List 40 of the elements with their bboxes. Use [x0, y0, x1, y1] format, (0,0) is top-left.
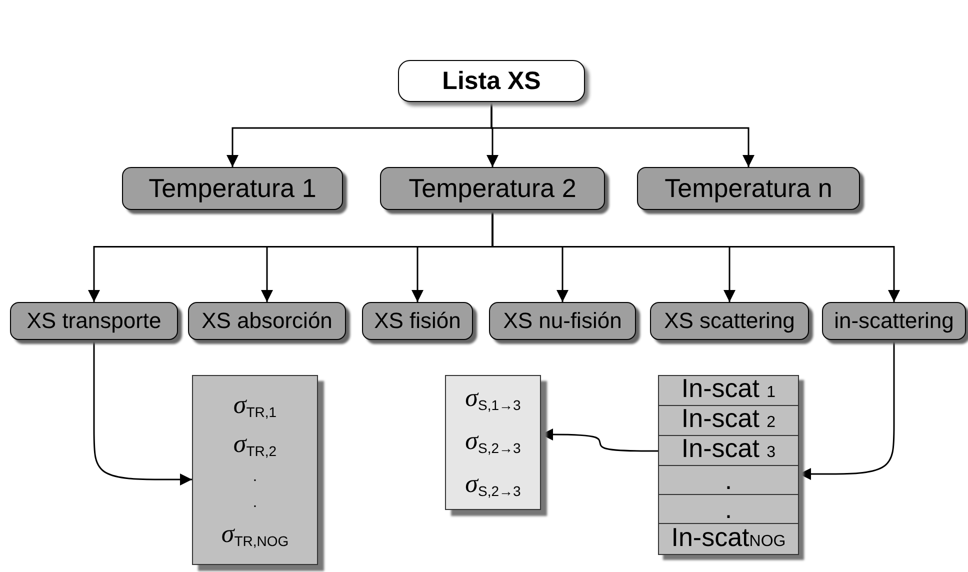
node-label: XS transporte [26, 308, 162, 334]
table-row [659, 376, 798, 406]
category-box [10, 302, 178, 340]
formula-text: σ$_{S,2→3}$ [465, 468, 521, 502]
formula-text: σ$_{TR,2}$ [233, 429, 277, 460]
formula-text: σ$_{S,1→3}$ [465, 382, 521, 416]
formula-text: . [252, 494, 258, 511]
node-label: Temperatura 2 [408, 173, 576, 204]
formula-text: . [252, 468, 258, 486]
node-label: in-scattering [834, 308, 954, 334]
cross-section-list-box [192, 375, 318, 565]
title-box [398, 60, 585, 102]
node-label: . [724, 495, 732, 523]
category-box [637, 167, 860, 210]
node-label: XS absorción [202, 308, 332, 334]
node-label: Temperatura n [664, 173, 832, 204]
arrow [799, 340, 895, 480]
title: Lista XS [442, 66, 541, 96]
formula-text: σ$_{TR,NOG}$ [221, 519, 289, 550]
arrow [490, 102, 754, 167]
category-box [489, 302, 636, 340]
table-row [659, 406, 798, 436]
category-box [122, 167, 343, 210]
category-box [822, 302, 966, 340]
table-box [658, 375, 799, 555]
arrow [93, 340, 192, 486]
formula-text: σ$_{S,2→3}$ [465, 425, 521, 458]
cross-section-list-box [445, 375, 541, 510]
node-label: . [724, 466, 732, 494]
category-box [380, 167, 605, 210]
category-box [362, 302, 473, 340]
node-label: XS nu-fisión [503, 308, 622, 334]
node-label: XS scattering [664, 308, 795, 334]
category-box [188, 302, 346, 340]
arrow [541, 428, 659, 452]
category-box [650, 302, 809, 340]
table-row [659, 436, 798, 466]
formula-text: σ$_{TR,1}$ [233, 390, 277, 421]
node-label: Temperatura 1 [148, 173, 316, 204]
node-label: XS fisión [374, 308, 461, 334]
